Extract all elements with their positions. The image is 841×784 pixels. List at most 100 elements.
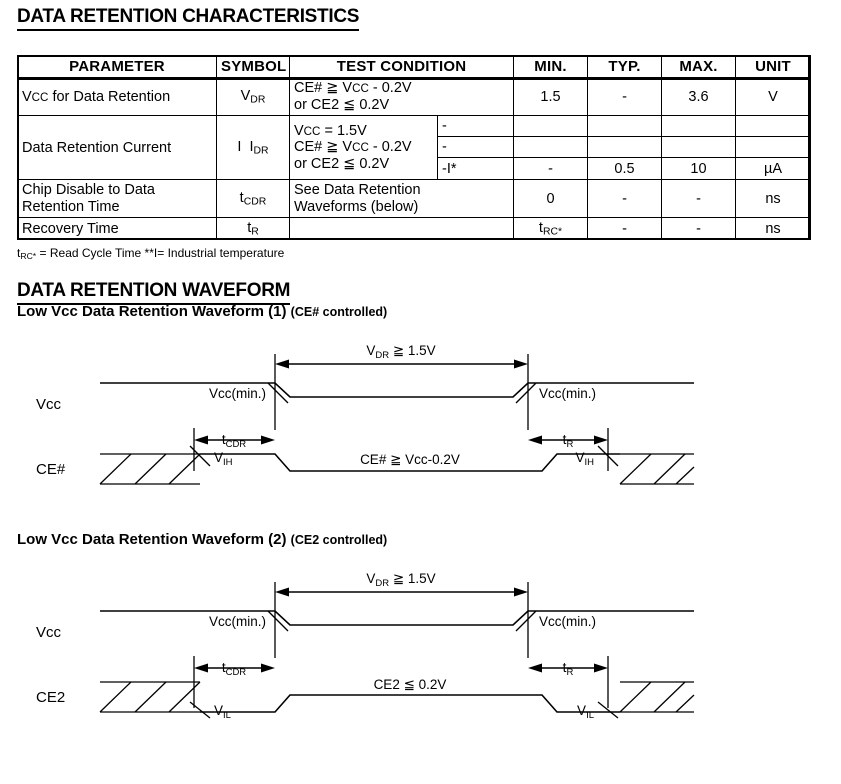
waveform-1-vcc-trace (100, 382, 694, 398)
waveform-1-ce-left-hatch-1 (99, 453, 132, 485)
cell-subcondition: - (437, 115, 514, 137)
waveform-diagram-2: Vcc CE2 VDR ≧ 1.5V Vcc(min.) Vcc(min.) t… (36, 571, 695, 721)
cell-max: - (661, 217, 736, 240)
cell-unit (735, 115, 811, 137)
param-text: VCC for Data Retention (22, 88, 171, 105)
waveform-2-vil-left-cross-tick (189, 701, 211, 719)
waveform-1-title: Low Vcc Data Retention Waveform (1) (CE#… (17, 303, 387, 320)
condition-line-3: or CE2 ≦ 0.2V (294, 155, 390, 172)
condition-line-1: CE# ≧ VCC - 0.2V (294, 80, 412, 97)
waveform-2-ce2-right-hatch-2 (653, 681, 686, 713)
waveform-1-title-main: Low Vcc Data Retention Waveform (1) (17, 303, 287, 320)
cell-test-condition: See Data Retention Waveforms (below) (289, 179, 514, 218)
waveform-2-signal-label: CE2 ≦ 0.2V (374, 677, 447, 692)
waveform-2-ce2-left-hatch-2 (134, 681, 167, 713)
waveform-2-vcc-trace (100, 610, 694, 626)
cell-typ: 0.5 (587, 157, 662, 180)
cell-unit: V (735, 77, 811, 116)
cell-min: - (513, 157, 588, 180)
waveform-1-tcdr-label: tCDR (222, 432, 246, 450)
waveform-1-vcc-min-label-right: Vcc(min.) (539, 386, 596, 401)
cell-test-condition (289, 217, 514, 240)
waveform-2-vcc-right-cross-tick (515, 610, 537, 632)
waveform-2-row-label-vcc: Vcc (36, 624, 62, 641)
cell-parameter: Data Retention Current (17, 115, 217, 180)
condition-line-1: VCC = 1.5V (294, 123, 367, 140)
col-header-unit: UNIT (735, 55, 811, 78)
cell-subcondition: - (437, 136, 514, 158)
cell-min (513, 115, 588, 137)
condition-line-2: CE# ≧ VCC - 0.2V (294, 139, 412, 156)
cell-unit: ns (735, 217, 811, 240)
condition-line-2: Waveforms (below) (294, 198, 419, 215)
cell-parameter: Chip Disable to Data Retention Time (17, 179, 217, 218)
waveform-2-ce2-left-hatch-3 (168, 681, 201, 713)
cell-parameter: VCC for Data Retention (17, 77, 217, 116)
cell-max (661, 115, 736, 137)
waveform-2-tr-label: tR (563, 660, 574, 678)
waveform-2-vil-right-cross-tick (597, 701, 619, 719)
cell-typ (587, 136, 662, 158)
waveform-1-vih-label-right: VIH (575, 450, 594, 468)
waveform-1-ce-left-hatch-3 (168, 453, 201, 485)
waveform-1-vih-label-left: VIH (214, 450, 233, 468)
waveform-2-tr-arrow-left-icon (528, 663, 542, 673)
waveform-1-ce-trace (200, 453, 620, 472)
cell-min: 0 (513, 179, 588, 218)
waveform-2-vil-label-right: VIL (577, 703, 594, 721)
waveform-2-ce2-right-hatch-1 (619, 681, 652, 713)
waveform-2-title-main: Low Vcc Data Retention Waveform (2) (17, 531, 287, 548)
cell-typ: - (587, 77, 662, 116)
waveform-2-vdr-arrow-left-icon (275, 587, 289, 597)
waveform-1-row-label-vcc: Vcc (36, 396, 62, 413)
cell-typ: - (587, 217, 662, 240)
condition-line-2: or CE2 ≦ 0.2V (294, 96, 390, 113)
table-footnote: tRC* = Read Cycle Time **I= Industrial t… (17, 246, 285, 261)
waveform-2-tcdr-arrow-left-icon (194, 663, 208, 673)
waveform-1-tr-arrow-right-icon (594, 435, 608, 445)
cell-subcondition: -I* (437, 157, 514, 180)
waveform-1-vdr-label: VDR ≧ 1.5V (366, 343, 435, 361)
cell-typ (587, 115, 662, 137)
waveform-2-vil-label-left: VIL (214, 703, 231, 721)
cell-max: - (661, 179, 736, 218)
cell-symbol: tCDR (216, 179, 290, 218)
waveform-2-ce2-left-hatch-1 (99, 681, 132, 713)
cell-min (513, 136, 588, 158)
waveform-1-tr-label: tR (563, 432, 574, 450)
waveform-1-tcdr-arrow-left-icon (194, 435, 208, 445)
waveform-1-row-label-ce: CE# (36, 461, 66, 478)
waveform-1-ce-right-hatch-2 (653, 453, 686, 485)
cell-parameter: Recovery Time (17, 217, 217, 240)
cell-min: 1.5 (513, 77, 588, 116)
table-header-row: PARAMETER SYMBOL TEST CONDITION MIN. TYP… (17, 55, 811, 78)
col-header-max: MAX. (661, 55, 736, 78)
waveform-1-vdr-arrow-right-icon (514, 359, 528, 369)
cell-symbol: VDR (216, 77, 290, 116)
waveform-1-vih-left-cross-tick (189, 445, 211, 467)
cell-test-condition: VCC = 1.5V CE# ≧ VCC - 0.2V or CE2 ≦ 0.2… (289, 115, 438, 180)
table-row-chip-disable-to-data-retention-time: Chip Disable to Data Retention Time tCDR… (17, 179, 811, 218)
cell-max: 10 (661, 157, 736, 180)
table-header-separator (17, 78, 810, 80)
waveform-2-tcdr-arrow-right-icon (261, 663, 275, 673)
table-row-data-retention-current-a: Data Retention Current I IDR VCC = 1.5V … (17, 115, 811, 180)
waveform-1-ce-right-hatch-3 (675, 466, 695, 485)
cell-unit: µA (735, 157, 811, 180)
data-retention-characteristics-table: PARAMETER SYMBOL TEST CONDITION MIN. TYP… (17, 55, 811, 240)
page-title-data-retention-waveform: DATA RETENTION WAVEFORM (17, 280, 290, 305)
cell-max (661, 136, 736, 158)
waveform-1-vcc-right-cross-tick (515, 382, 537, 404)
waveform-1-vcc-min-label-left: Vcc(min.) (209, 386, 266, 401)
waveform-1-title-suffix: (CE# controlled) (290, 305, 388, 319)
cell-min: tRC* (513, 217, 588, 240)
table-row-vcc-data-retention: VCC for Data Retention VDR CE# ≧ VCC - 0… (17, 77, 811, 116)
waveform-diagram-1: Vcc CE# VDR ≧ 1.5V Vcc(min.) Vcc(min.) t… (36, 343, 695, 485)
waveform-2-tcdr-label: tCDR (222, 660, 246, 678)
cell-test-condition: CE# ≧ VCC - 0.2V or CE2 ≦ 0.2V (289, 77, 514, 116)
waveform-2-tr-arrow-right-icon (594, 663, 608, 673)
waveform-1-tr-arrow-left-icon (528, 435, 542, 445)
page-title-data-retention-characteristics: DATA RETENTION CHARACTERISTICS (17, 6, 359, 31)
waveform-1-vcc-left-cross-tick (267, 382, 289, 404)
param-line-2: Retention Time (22, 198, 120, 215)
